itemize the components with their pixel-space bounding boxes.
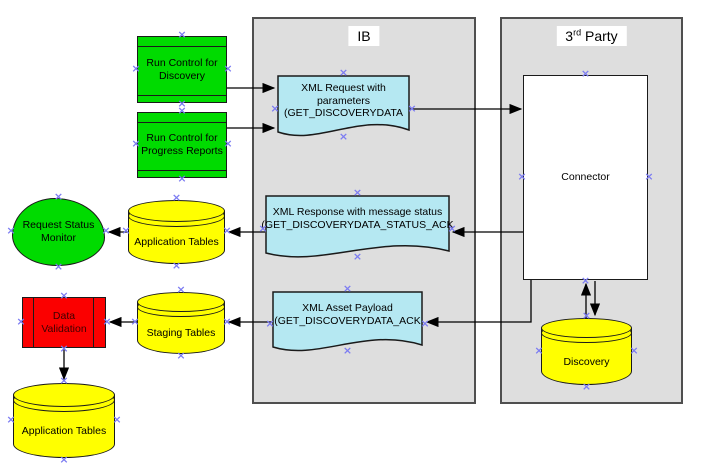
application-tables-bottom-node: Application Tables <box>13 383 115 458</box>
label-line: Monitor <box>40 232 76 244</box>
data-validation-node: Data Validation <box>22 297 106 348</box>
document-shape <box>277 75 410 137</box>
ib-container-title: IB <box>348 26 380 47</box>
stripe-line <box>33 298 34 347</box>
stripe-line <box>93 298 94 347</box>
label-line: Discovery <box>158 69 206 82</box>
stripe-line <box>138 46 226 47</box>
run-control-progress-node: Run Control for Progress Reports <box>137 112 227 178</box>
node-label: Run Control for Progress Reports <box>138 113 226 177</box>
staging-tables-node: Staging Tables <box>137 292 225 354</box>
label-line: Validation <box>41 322 87 335</box>
stripe-line <box>138 122 226 123</box>
application-tables-middle-node: Application Tables <box>128 200 225 264</box>
label-line: XML Asset Payload <box>302 302 393 314</box>
third-party-container-title: 3rd Party <box>556 26 627 47</box>
cylinder-top <box>128 200 225 222</box>
label-line: (GET_DISCOVERYDATA_ACK <box>274 314 421 327</box>
node-label: Application Tables <box>134 235 219 248</box>
node-label: Run Control for Discovery <box>138 37 226 102</box>
connector-node: Connector <box>523 75 648 280</box>
label-line: Data <box>52 309 76 322</box>
cylinder-top <box>541 318 632 338</box>
node-label: Staging Tables <box>146 326 216 339</box>
node-label: Discovery <box>563 355 610 368</box>
document-shape <box>265 195 450 258</box>
label-line: XML Request with <box>301 82 386 94</box>
node-label: XML Response with message status (GET_DI… <box>261 206 453 231</box>
discovery-node: Discovery <box>541 318 632 385</box>
node-label: XML Asset Payload (GET_DISCOVERYDATA_ACK <box>272 302 423 327</box>
node-label: Application Tables <box>21 425 107 437</box>
label-line: (GET_DISCOVERYDATA <box>283 107 404 120</box>
connection-handle-icon <box>54 192 64 202</box>
cylinder-top <box>137 292 225 312</box>
connection-handle-icon <box>54 262 64 272</box>
node-label: Data Validation <box>23 298 105 347</box>
cylinder-top <box>13 383 115 407</box>
node-label: Connector <box>561 171 610 184</box>
node-label: XML Request with parameters (GET_DISCOVE… <box>277 82 410 120</box>
connection-handle-icon <box>6 226 16 236</box>
label-line: parameters <box>316 94 371 107</box>
label-line: Run Control for <box>146 56 218 69</box>
label-line: Progress Reports <box>141 145 223 157</box>
xml-response-doc-node: XML Response with message status (GET_DI… <box>261 195 454 265</box>
request-status-monitor-node: Request Status Monitor <box>12 198 105 266</box>
document-shape <box>272 291 423 352</box>
stripe-line <box>138 170 226 171</box>
label-line: (GET_DISCOVERYDATA_STATUS_ACK <box>261 218 454 231</box>
xml-asset-payload-doc-node: XML Asset Payload (GET_DISCOVERYDATA_ACK <box>272 291 423 359</box>
xml-request-doc-node: XML Request with parameters (GET_DISCOVE… <box>277 75 410 145</box>
stripe-line <box>138 95 226 96</box>
run-control-discovery-node: Run Control for Discovery <box>137 36 227 103</box>
node-label: Request Status Monitor <box>23 219 95 244</box>
third-party-title-rest: Party <box>581 28 618 44</box>
label-line: Request Status <box>22 219 95 232</box>
third-party-title-sup: rd <box>573 27 582 38</box>
label-line: Run Control for <box>146 132 218 145</box>
connection-handle-icon <box>101 226 111 236</box>
third-party-title-text: 3 <box>565 28 574 44</box>
label-line: XML Response with message status <box>272 206 443 218</box>
